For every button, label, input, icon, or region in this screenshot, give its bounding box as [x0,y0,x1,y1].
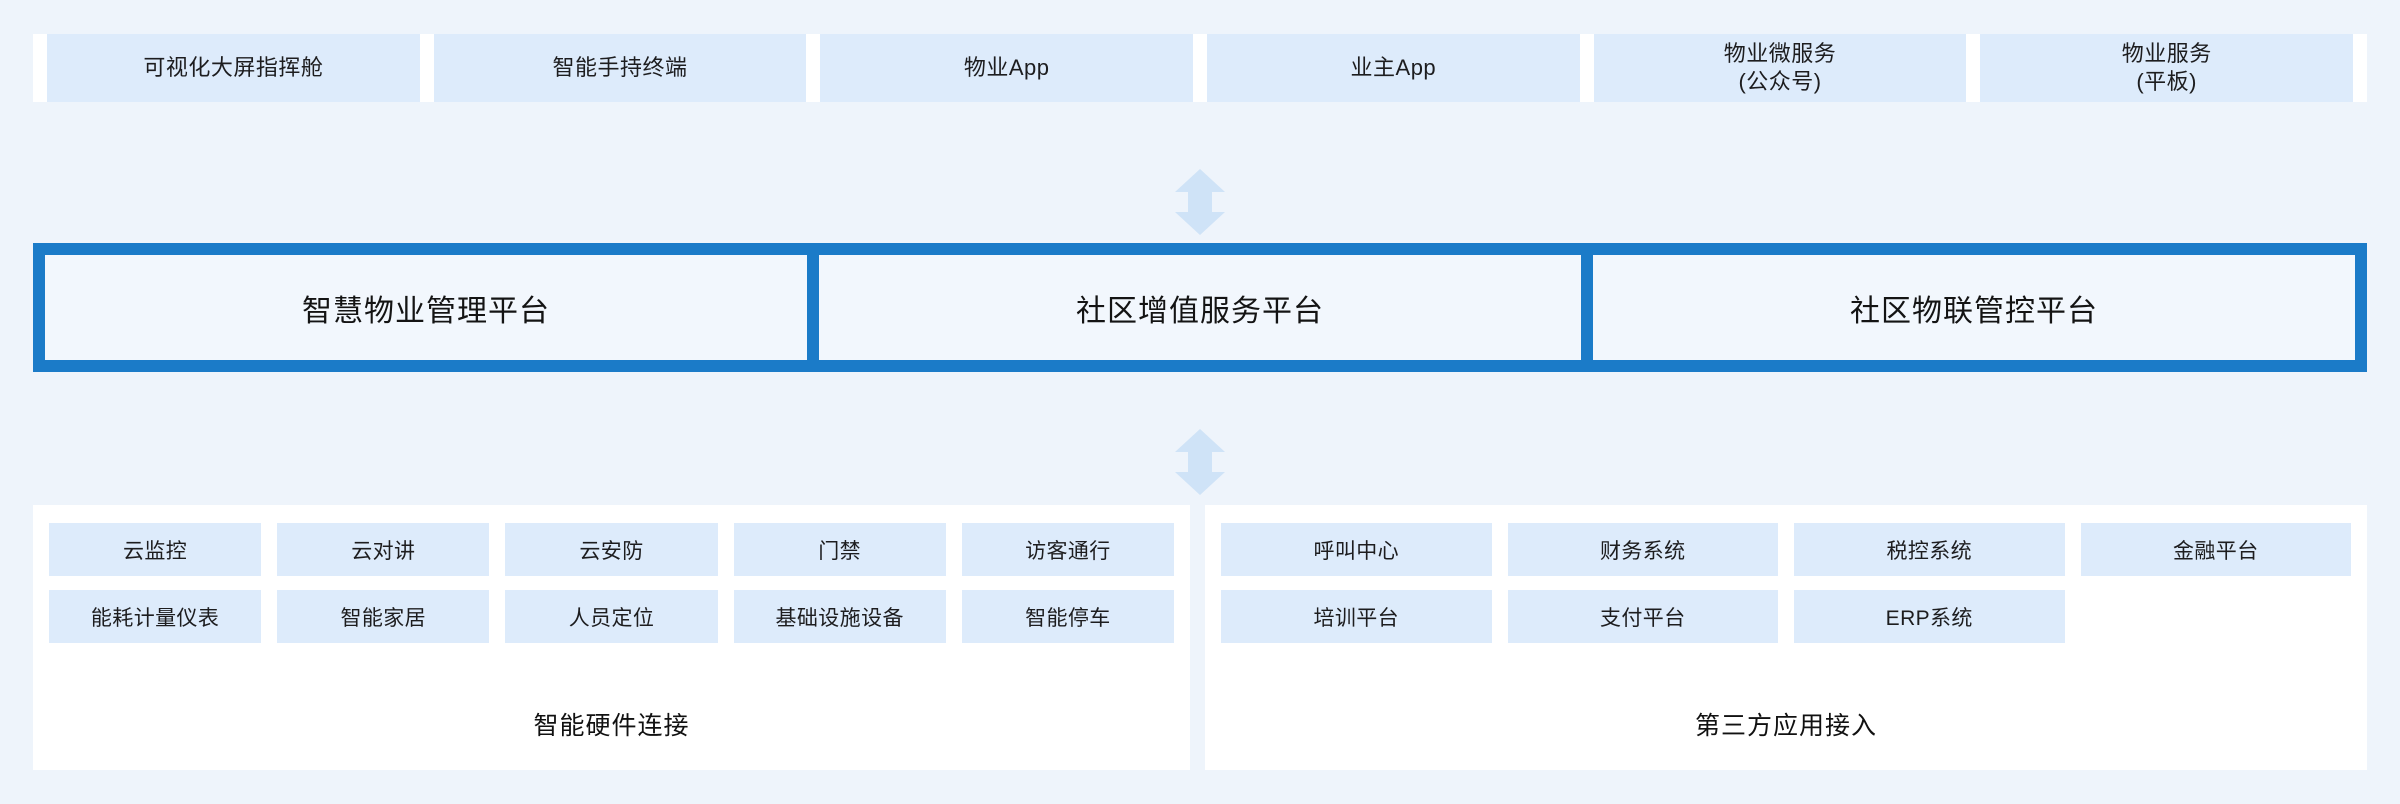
double-arrow-vertical-icon-top [1174,168,1226,236]
hardware-chip-grid: 云监控 云对讲 云安防 门禁 访客通行 能耗计量仪表 智能家居 人员定位 基础设… [49,523,1174,643]
thirdparty-chip-training-platform[interactable]: 培训平台 [1221,590,1492,643]
hardware-chip-personnel-positioning[interactable]: 人员定位 [505,590,718,643]
platform-layer-band: 智慧物业管理平台 社区增值服务平台 社区物联管控平台 [33,243,2367,372]
thirdparty-chip-grid: 呼叫中心 财务系统 税控系统 金融平台 培训平台 支付平台 ERP系统 [1221,523,2351,643]
access-layer-panel: 可视化大屏指挥舱 智能手持终端 物业App 业主App 物业微服务 (公众号) … [33,34,2367,102]
hardware-chip-cloud-monitoring[interactable]: 云监控 [49,523,262,576]
hardware-connection-panel: 云监控 云对讲 云安防 门禁 访客通行 能耗计量仪表 智能家居 人员定位 基础设… [33,505,1190,770]
thirdparty-chip-call-center[interactable]: 呼叫中心 [1221,523,1492,576]
hardware-chip-infrastructure-equipment[interactable]: 基础设施设备 [733,590,946,643]
double-arrow-vertical-icon-bottom [1174,428,1226,496]
thirdparty-chip-placeholder [2081,590,2352,643]
hardware-group-caption: 智能硬件连接 [533,712,690,740]
thirdparty-group-caption: 第三方应用接入 [1694,712,1877,740]
access-tile-owner-app[interactable]: 业主App [1207,34,1580,102]
access-tile-property-service-tablet[interactable]: 物业服务 (平板) [1980,34,2354,102]
hardware-chip-smart-home[interactable]: 智能家居 [277,590,490,643]
access-tile-property-app[interactable]: 物业App [820,34,1194,102]
hardware-chip-energy-metering[interactable]: 能耗计量仪表 [49,590,262,643]
thirdparty-chip-tax-system[interactable]: 税控系统 [1794,523,2065,576]
platform-tile-smart-property-management[interactable]: 智慧物业管理平台 [45,255,807,360]
hardware-chip-smart-parking[interactable]: 智能停车 [961,590,1174,643]
thirdparty-chip-area: 呼叫中心 财务系统 税控系统 金融平台 培训平台 支付平台 ERP系统 [1205,505,2367,643]
hardware-chip-area: 云监控 云对讲 云安防 门禁 访客通行 能耗计量仪表 智能家居 人员定位 基础设… [33,505,1190,643]
hardware-chip-access-control[interactable]: 门禁 [733,523,946,576]
hardware-chip-cloud-security[interactable]: 云安防 [505,523,718,576]
platform-tile-community-iot-control[interactable]: 社区物联管控平台 [1593,255,2355,360]
thirdparty-chip-finance-system[interactable]: 财务系统 [1507,523,1778,576]
thirdparty-chip-finance-platform[interactable]: 金融平台 [2080,523,2351,576]
access-tile-visual-command-cabin[interactable]: 可视化大屏指挥舱 [47,34,420,102]
hardware-chip-visitor-access[interactable]: 访客通行 [961,523,1174,576]
hardware-chip-cloud-intercom[interactable]: 云对讲 [277,523,490,576]
thirdparty-chip-payment-platform[interactable]: 支付平台 [1507,590,1778,643]
thirdparty-integration-panel: 呼叫中心 财务系统 税控系统 金融平台 培训平台 支付平台 ERP系统 第三方应… [1205,505,2367,770]
thirdparty-chip-erp-system[interactable]: ERP系统 [1794,590,2065,643]
access-tile-property-micro-service[interactable]: 物业微服务 (公众号) [1593,34,1967,102]
access-tile-smart-handheld-terminal[interactable]: 智能手持终端 [433,34,807,102]
platform-tile-community-value-added-service[interactable]: 社区增值服务平台 [819,255,1581,360]
